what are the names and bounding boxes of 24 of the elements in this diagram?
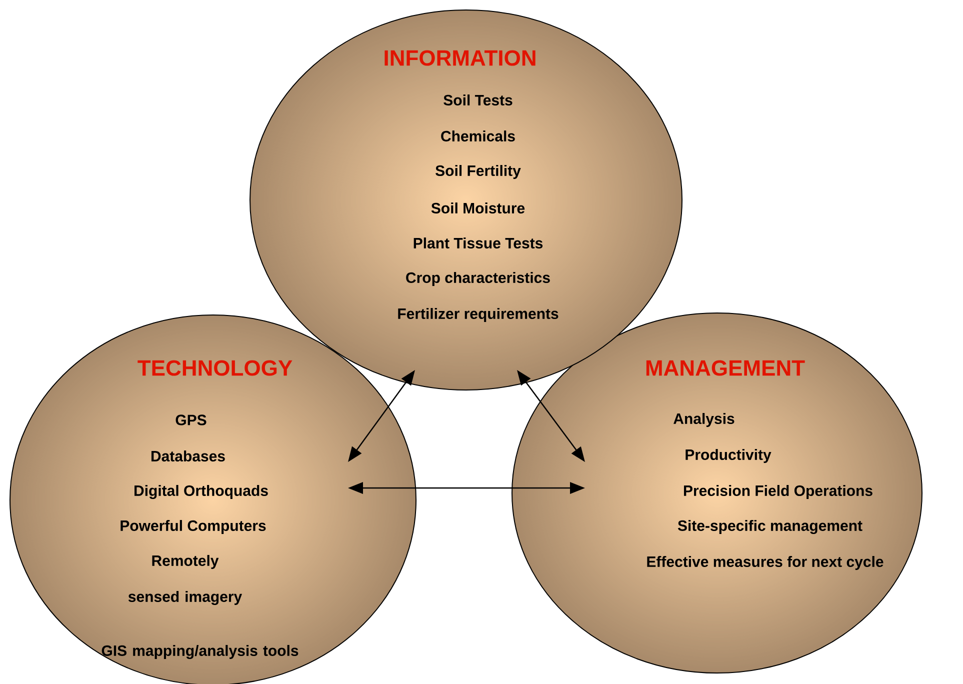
list-item: GPS — [176, 414, 206, 426]
list-item: Analysis — [674, 413, 734, 427]
list-item: Databases — [152, 450, 225, 462]
double-arrow — [348, 482, 585, 494]
list-item: Plant Tissue Tests — [414, 237, 543, 248]
list-item: GIS mapping/analysis tools — [102, 644, 298, 660]
list-item: Chemicals — [441, 130, 515, 142]
list-item: Soil Tests — [444, 94, 512, 106]
double-arrow — [517, 370, 585, 462]
list-item: Site-specific management — [678, 520, 862, 534]
list-item: Fertilizer requirements — [398, 308, 558, 322]
list-item: Powerful Computers — [120, 520, 266, 534]
heading: MANAGEMENT — [646, 360, 805, 376]
heading: TECHNOLOGY — [138, 360, 292, 376]
list-item: Effective measures for next cycle — [647, 556, 884, 570]
double-arrow — [348, 370, 415, 462]
list-item: Soil Fertility — [436, 165, 521, 179]
list-item: Precision Field Operations — [684, 485, 872, 499]
list-item: Remotely sensed imagery — [128, 554, 242, 606]
list-item: Soil Moisture — [431, 202, 525, 214]
list-item: Crop characteristics — [406, 272, 550, 286]
heading: INFORMATION — [384, 50, 536, 66]
list-item: Digital Orthoquads — [134, 484, 268, 500]
list-item: Productivity — [686, 449, 772, 463]
